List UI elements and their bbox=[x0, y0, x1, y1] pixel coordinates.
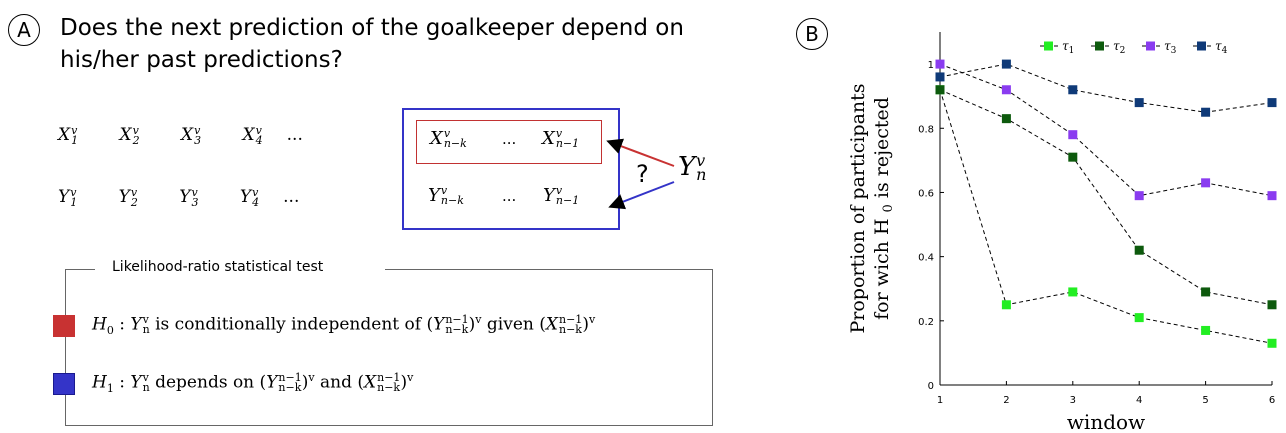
panel-a-label: A bbox=[8, 14, 40, 46]
data-point-tau-3 bbox=[935, 59, 945, 69]
test-frame-top-left bbox=[65, 269, 95, 270]
test-frame bbox=[65, 269, 713, 426]
data-point-tau-2 bbox=[1201, 287, 1211, 297]
data-point-tau-4 bbox=[1267, 98, 1277, 108]
x-tick-label: 2 bbox=[1003, 395, 1009, 406]
legend-marker-tau-2 bbox=[1095, 41, 1104, 51]
data-point-tau-3 bbox=[1134, 191, 1144, 201]
panel-a-question: Does the next prediction of the goalkeep… bbox=[60, 15, 684, 73]
x-tick-label: 5 bbox=[1202, 395, 1208, 406]
h0-marker bbox=[53, 315, 75, 337]
data-point-tau-1 bbox=[1134, 313, 1144, 323]
question-mark: ? bbox=[636, 160, 649, 188]
legend-label-tau-2: τ2 bbox=[1113, 39, 1125, 56]
x-history-box bbox=[416, 120, 602, 164]
legend-marker-tau-1 bbox=[1044, 41, 1053, 51]
y-tick-label: 0.2 bbox=[918, 317, 934, 328]
box-y-ellipsis: ... bbox=[502, 187, 517, 205]
arrow-to-y-history bbox=[608, 181, 675, 210]
legend-label-tau-4: τ4 bbox=[1215, 39, 1228, 56]
data-point-tau-3 bbox=[1068, 130, 1078, 140]
data-point-tau-1 bbox=[1001, 300, 1011, 310]
data-point-tau-4 bbox=[935, 72, 945, 82]
series-line-tau-2 bbox=[939, 89, 1273, 306]
data-point-tau-4 bbox=[1201, 107, 1211, 117]
legend-marker-tau-3 bbox=[1146, 41, 1155, 51]
proportion-chart: 1 2 3 4 5 6 0 0.2 0.4 0.6 0.8 1 window Proportion of … bbox=[847, 32, 1277, 433]
y-tick-label: 0.4 bbox=[918, 253, 934, 264]
data-point-tau-2 bbox=[1134, 245, 1144, 255]
series-line-tau-4 bbox=[939, 63, 1273, 113]
x-tick-label: 6 bbox=[1269, 395, 1275, 406]
series-line-tau-3 bbox=[939, 63, 1273, 197]
x-tick-label: 3 bbox=[1070, 395, 1076, 406]
test-title: Likelihood-ratio statistical test bbox=[112, 259, 324, 275]
data-point-tau-2 bbox=[1068, 152, 1078, 162]
x-tick-label: 1 bbox=[937, 395, 943, 406]
data-point-tau-2 bbox=[1267, 300, 1277, 310]
dependency-arrows bbox=[606, 138, 675, 210]
data-point-tau-4 bbox=[1068, 85, 1078, 95]
series-line-tau-1 bbox=[939, 89, 1273, 344]
x-tick-label: 4 bbox=[1136, 395, 1142, 406]
panel-b-label: B bbox=[796, 18, 828, 50]
data-point-tau-2 bbox=[1001, 114, 1011, 124]
y-axis-label-line2: for wich H 0 is rejected bbox=[871, 97, 896, 320]
y-tick-label: 1 bbox=[928, 60, 934, 71]
h1-marker bbox=[53, 373, 75, 395]
data-point-tau-3 bbox=[1201, 178, 1211, 188]
box-x-ellipsis: ... bbox=[502, 130, 517, 148]
legend-marker-tau-4 bbox=[1197, 41, 1206, 51]
legend-label-tau-1: τ1 bbox=[1062, 39, 1074, 56]
y-tick-label: 0.8 bbox=[918, 124, 934, 135]
data-point-tau-1 bbox=[1068, 287, 1078, 297]
legend-label-tau-3: τ3 bbox=[1164, 39, 1177, 56]
data-point-tau-3 bbox=[1001, 85, 1011, 95]
data-point-tau-4 bbox=[1134, 98, 1144, 108]
data-point-tau-1 bbox=[1201, 325, 1211, 335]
data-point-tau-2 bbox=[935, 85, 945, 95]
arrow-to-x-history bbox=[606, 138, 675, 167]
y-axis-label-line1: Proportion of participants bbox=[847, 83, 869, 333]
x-axis-label: window bbox=[1067, 410, 1145, 433]
data-point-tau-1 bbox=[1267, 338, 1277, 348]
history-box bbox=[402, 108, 620, 230]
data-point-tau-3 bbox=[1267, 191, 1277, 201]
y-tick-label: 0.6 bbox=[918, 188, 934, 199]
y-tick-label: 0 bbox=[928, 381, 934, 392]
test-frame-top-right bbox=[385, 269, 713, 270]
data-point-tau-4 bbox=[1001, 59, 1011, 69]
